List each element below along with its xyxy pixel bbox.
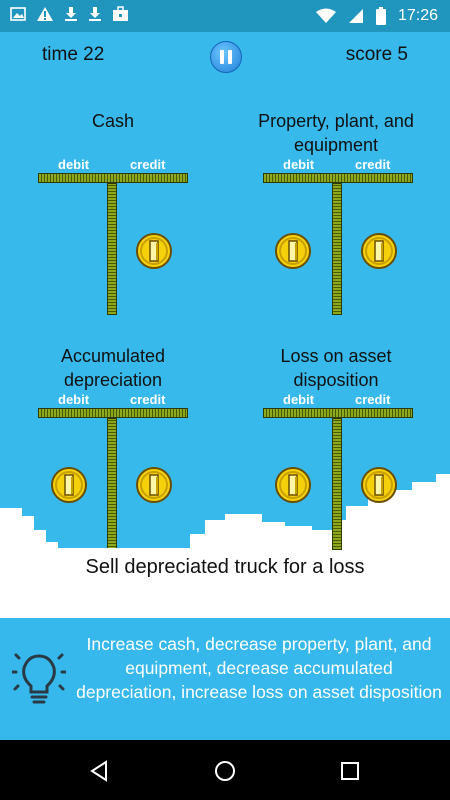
download-icon <box>65 7 77 21</box>
credit-label: credit <box>130 392 166 407</box>
coin-debit[interactable] <box>274 232 312 270</box>
image-icon <box>10 7 26 21</box>
coin-credit[interactable] <box>360 232 398 270</box>
status-time: 17:26 <box>397 7 438 24</box>
home-icon[interactable] <box>213 759 237 783</box>
recents-icon[interactable] <box>340 761 360 781</box>
t-account-post <box>107 183 117 315</box>
score-counter: score 5 <box>345 44 408 65</box>
debit-label: debit <box>58 157 90 172</box>
pause-button[interactable] <box>210 41 242 73</box>
debit-label: debit <box>283 392 315 407</box>
clouds <box>0 474 450 620</box>
credit-label: credit <box>355 157 391 172</box>
time-counter: time 22 <box>42 44 105 65</box>
download-icon <box>89 7 101 21</box>
pause-icon <box>220 50 224 64</box>
transaction-task: Sell depreciated truck for a loss <box>85 556 365 578</box>
signal-icon <box>348 9 363 23</box>
coin-credit[interactable] <box>135 232 173 270</box>
wifi-icon <box>315 8 336 23</box>
pause-icon <box>228 50 232 64</box>
t-account-bar <box>263 173 413 183</box>
warning-icon <box>37 7 53 21</box>
t-account-post <box>332 418 342 550</box>
account-title-cash: Cash <box>91 111 135 131</box>
t-account-bar <box>38 408 188 418</box>
credit-label: credit <box>355 392 391 407</box>
coin-debit[interactable] <box>274 466 312 504</box>
account-title-accumulated-depreciation: Accumulated depreciation <box>60 346 166 390</box>
account-title-ppe: Property, plant, and equipment <box>258 111 414 155</box>
t-account-bar <box>38 173 188 183</box>
account-title-loss-on-disposition: Loss on asset disposition <box>280 346 392 390</box>
t-account-bar <box>263 408 413 418</box>
hint-panel <box>0 618 450 740</box>
back-icon[interactable] <box>88 760 110 782</box>
t-account-post <box>332 183 342 315</box>
battery-icon <box>375 7 386 25</box>
navigation-bar <box>0 740 450 800</box>
lightbulb-icon[interactable] <box>12 650 66 706</box>
debit-label: debit <box>283 157 315 172</box>
briefcase-icon <box>113 6 128 21</box>
coin-credit[interactable] <box>360 466 398 504</box>
hint-text: Increase cash, decrease property, plant,… <box>76 634 442 702</box>
debit-label: debit <box>58 392 90 407</box>
credit-label: credit <box>130 157 166 172</box>
status-bar: 17:26 <box>0 0 450 32</box>
